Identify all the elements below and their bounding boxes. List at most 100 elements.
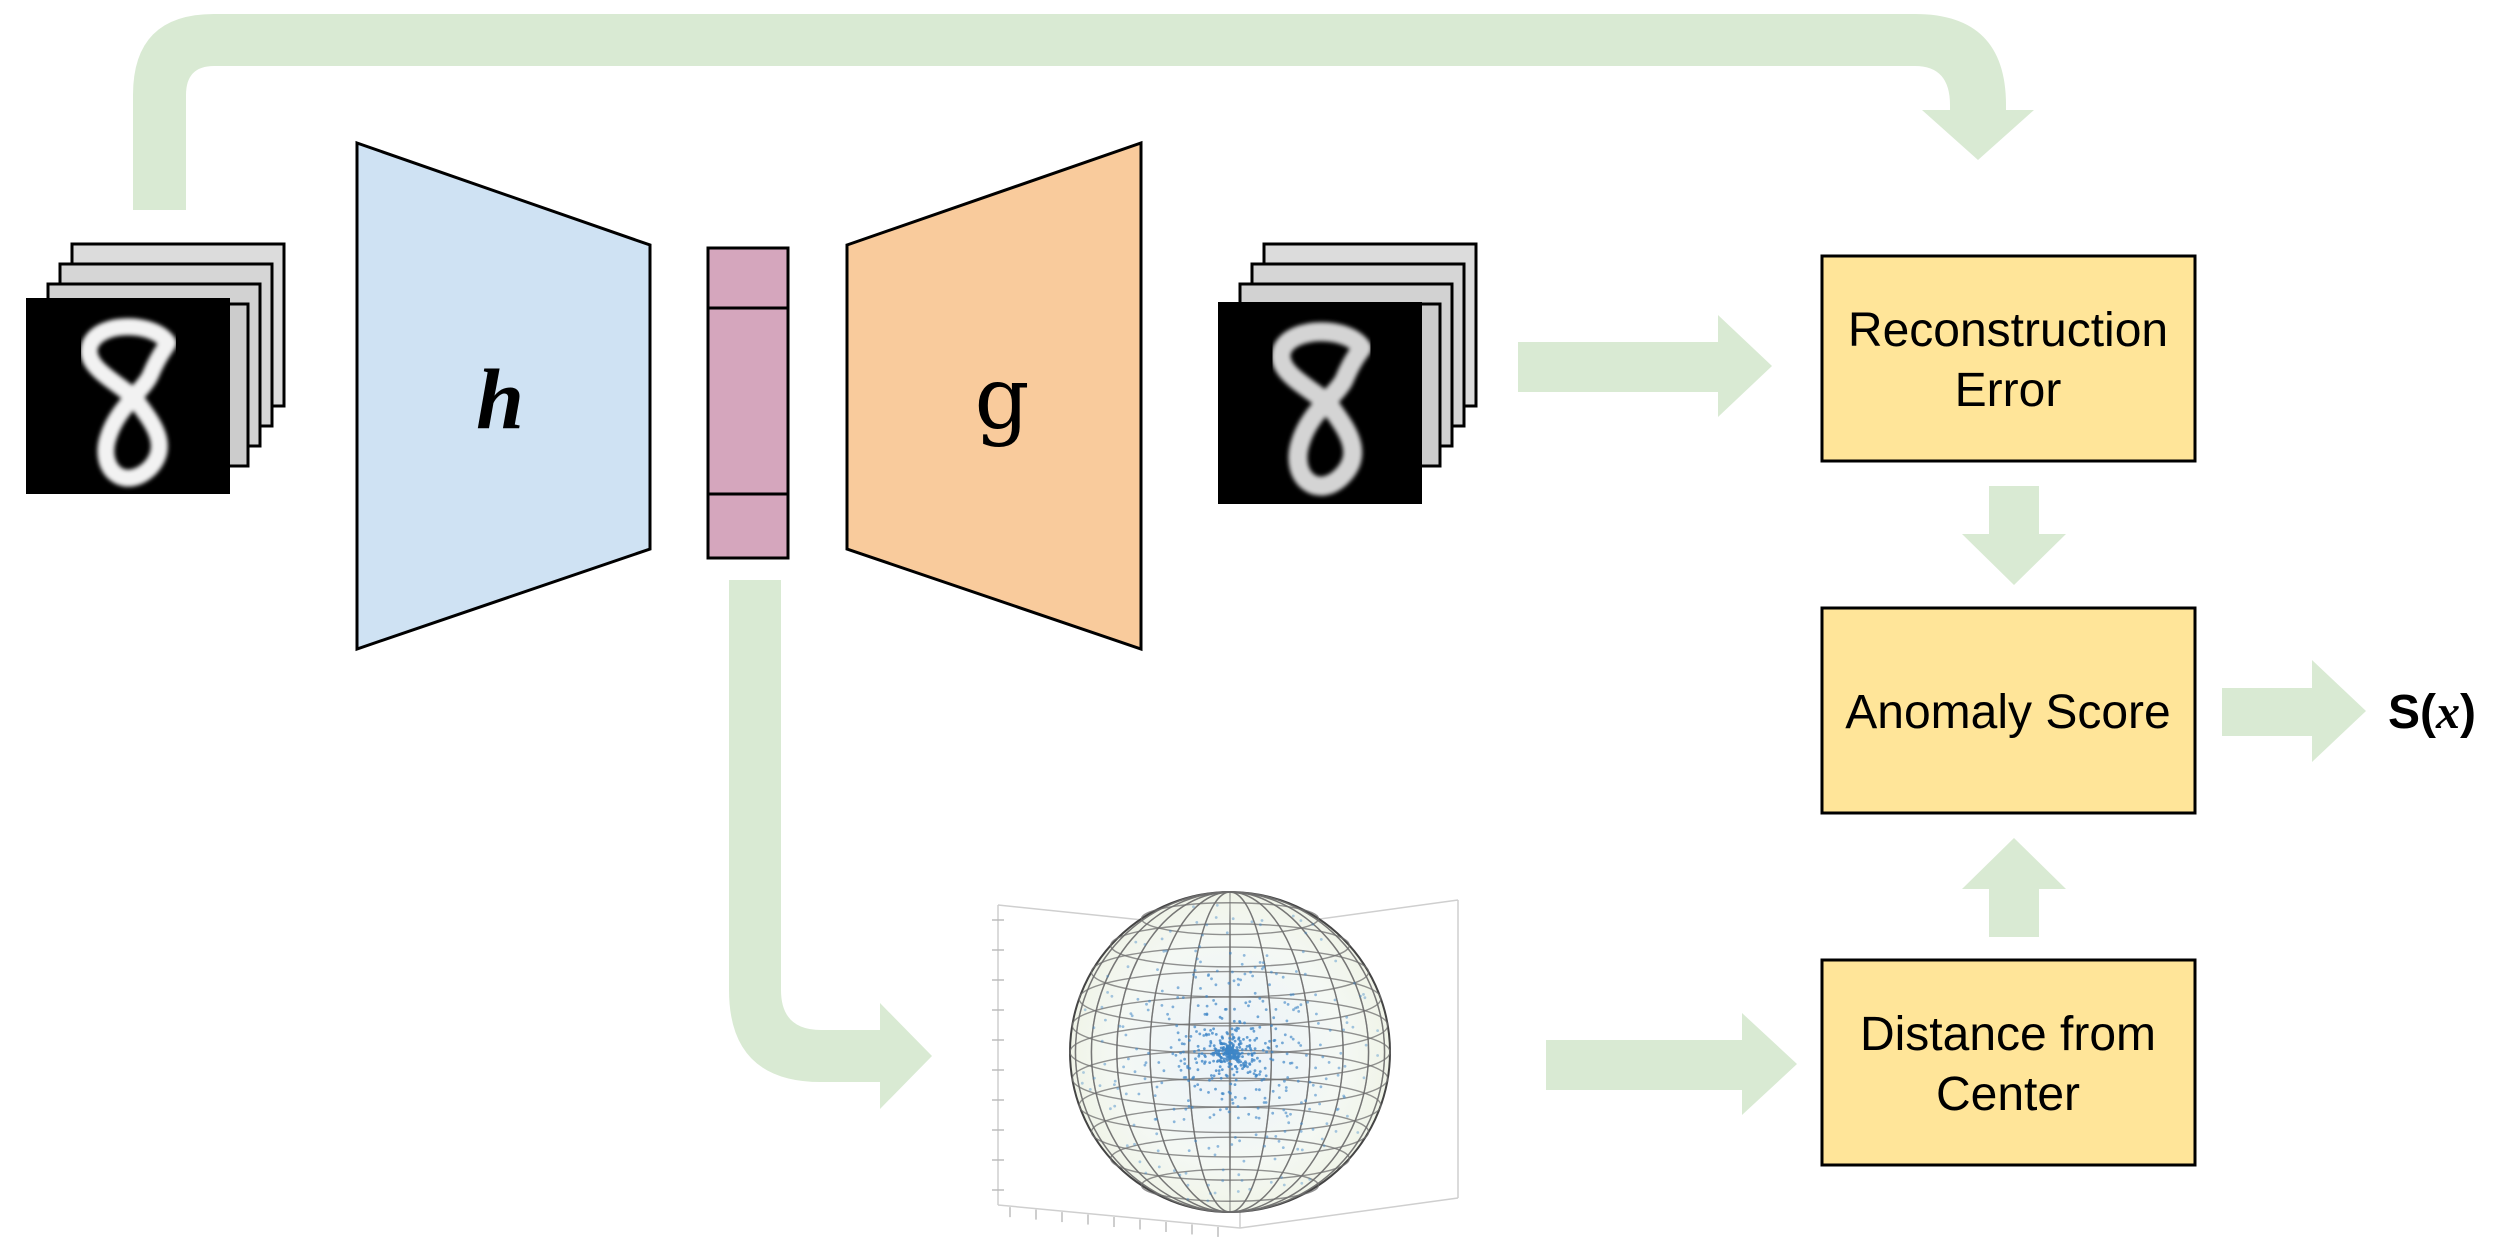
latent-point <box>1193 1050 1196 1053</box>
latent-point <box>1286 1076 1290 1079</box>
latent-point <box>1263 1096 1267 1100</box>
latent-point <box>1239 1060 1243 1064</box>
latent-point <box>1080 1081 1084 1085</box>
latent-point <box>1088 1088 1092 1091</box>
output-variable: x <box>2435 686 2460 739</box>
latent-point <box>1197 1052 1201 1056</box>
latent-point <box>1184 1076 1188 1079</box>
latent-point <box>1169 1046 1173 1049</box>
latent-point <box>1234 1078 1238 1082</box>
latent-point <box>1214 983 1218 987</box>
latent-point <box>1248 1044 1252 1047</box>
latent-point <box>1221 1179 1225 1183</box>
latent-point <box>1242 954 1246 957</box>
latent-point <box>1211 1031 1214 1035</box>
latent-point <box>1290 1061 1294 1065</box>
latent-point <box>1232 979 1236 983</box>
latent-point <box>1271 1089 1275 1093</box>
latent-point <box>1222 1057 1226 1061</box>
latent-point <box>1258 997 1262 1000</box>
latent-point <box>1254 1073 1258 1077</box>
latent-point <box>1269 1057 1273 1061</box>
latent-point <box>1319 1085 1323 1089</box>
latent-point <box>1155 1085 1159 1089</box>
latent-point <box>1289 1035 1293 1039</box>
latent-point <box>1221 1049 1224 1053</box>
latent-point <box>1174 1053 1178 1057</box>
latent-point <box>1280 1176 1283 1179</box>
latent-point <box>1230 1098 1234 1101</box>
latent-code <box>706 246 790 560</box>
latent-point <box>1233 1050 1237 1054</box>
latent-point <box>1231 970 1234 974</box>
latent-point <box>1265 1135 1269 1139</box>
latent-point <box>1308 1178 1312 1181</box>
latent-point <box>1319 938 1323 941</box>
latent-point <box>1262 1077 1266 1081</box>
latent-point <box>1322 1144 1326 1148</box>
latent-point <box>1270 970 1273 974</box>
latent-point <box>1130 1014 1134 1018</box>
latent-point <box>1334 959 1338 963</box>
latent-point <box>1214 1033 1218 1036</box>
latent-point <box>1296 1005 1300 1009</box>
latent-point <box>1294 1006 1297 1010</box>
latent-point <box>1308 1080 1312 1084</box>
latent-point <box>1171 1005 1175 1009</box>
latent-point <box>1205 1033 1208 1037</box>
latent-point <box>1196 1004 1200 1007</box>
latent-point <box>1250 920 1254 924</box>
latent-point <box>1199 987 1202 990</box>
latent-point <box>1304 931 1308 935</box>
latent-to-sphere-arrow <box>729 580 932 1109</box>
latent-point <box>1242 1038 1245 1041</box>
latent-point <box>1345 1015 1349 1019</box>
latent-point <box>1258 1073 1261 1076</box>
latent-point <box>1295 1066 1299 1069</box>
latent-point <box>1100 1039 1104 1043</box>
latent-point <box>1207 1146 1211 1150</box>
latent-point <box>1258 1025 1262 1029</box>
latent-point <box>1236 977 1240 981</box>
longitude-line <box>1074 891 1386 1213</box>
latent-point <box>1214 1069 1218 1072</box>
latent-point <box>1328 1028 1332 1032</box>
latent-point <box>1260 1078 1264 1082</box>
latent-point <box>1143 1077 1147 1081</box>
latent-point <box>1203 1028 1207 1031</box>
latent-point <box>1210 977 1213 981</box>
latent-point <box>1214 1048 1218 1051</box>
latent-point <box>1138 1160 1142 1164</box>
latent-point <box>1227 981 1231 985</box>
latent-point <box>1232 1036 1236 1040</box>
latent-point <box>1246 1071 1250 1074</box>
latent-point <box>1264 1101 1268 1104</box>
latent-point <box>1106 991 1109 994</box>
latent-point <box>1256 1106 1260 1110</box>
latent-point <box>1274 1135 1278 1138</box>
latent-point <box>1253 1051 1256 1055</box>
latent-point <box>1179 1068 1183 1072</box>
latent-point <box>1359 994 1362 998</box>
latent-point <box>1215 969 1219 973</box>
latent-point <box>1283 1001 1287 1004</box>
latent-point <box>1362 993 1365 996</box>
latent-point <box>1251 974 1254 978</box>
latent-point <box>1253 1069 1257 1072</box>
latent-point <box>1188 1067 1192 1070</box>
latent-point <box>1195 921 1199 924</box>
latent-point <box>1186 1183 1190 1187</box>
latent-point <box>1281 1146 1285 1149</box>
latent-point <box>1292 1008 1295 1012</box>
latent-point <box>1248 1038 1252 1042</box>
latent-point <box>1376 1054 1379 1057</box>
latent-point <box>1334 1130 1338 1133</box>
latent-point <box>1218 1039 1222 1042</box>
latent-point <box>1258 961 1262 964</box>
latent-point <box>1109 1107 1112 1111</box>
latent-point <box>1291 914 1295 918</box>
latent-point <box>1283 1130 1287 1133</box>
latent-point <box>1230 1143 1234 1146</box>
latent-point <box>1183 1057 1186 1061</box>
latent-point <box>1218 1053 1221 1057</box>
